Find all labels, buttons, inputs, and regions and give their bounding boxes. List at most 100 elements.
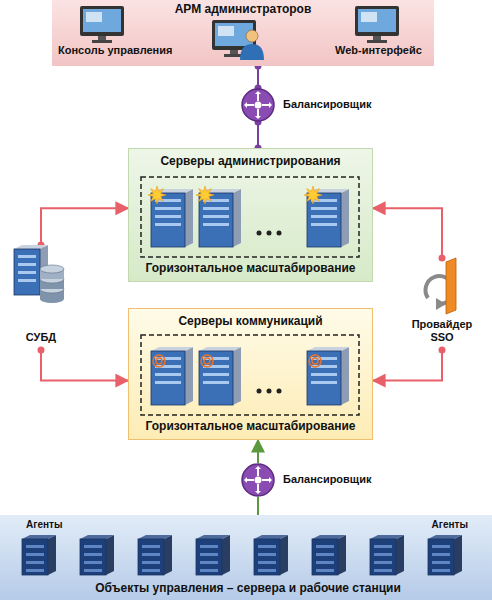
comm-servers-band: Серверы коммуникацийГоризонтальное масшт… [128,308,373,440]
connector-dot [439,255,446,262]
monitor-frame [80,6,124,36]
server-bay [374,553,392,556]
server-icon [370,535,404,575]
ellipsis-dot [267,231,272,236]
status-ring [201,355,213,367]
server-side [222,535,230,575]
ellipsis-dot [277,389,282,394]
balancer-arrow [247,479,254,481]
server-bay [155,215,181,218]
balancer-arrowhead [255,116,261,119]
node-icon [241,88,275,122]
node-heading: Провайдер SSO [400,318,484,344]
balancer-arrow [257,109,259,116]
server-bay [311,381,337,384]
connector-line [41,350,128,381]
balancer-arrowhead [255,491,261,494]
sso-door [446,258,456,314]
connector-line [257,122,259,148]
balancer-arrowhead [244,102,247,108]
connector-line [41,208,128,245]
monitor-icon [80,6,124,43]
server-bay [26,561,44,564]
server-top [22,535,56,539]
server-side [164,535,172,575]
server-front [196,539,222,575]
balancer-node: Балансировщик [241,88,371,122]
server-bay [84,545,102,548]
server-bay [311,215,337,218]
server-bay [203,381,229,384]
node-text: Объекты управления – сервера и рабочие с… [0,581,492,595]
server-bay [142,545,160,548]
monitor-stand [373,36,381,40]
server-side [341,189,349,247]
server-bay [258,569,276,572]
server-side [280,535,288,575]
status-ring [204,358,210,364]
balancer-circle [242,89,274,121]
server-bay [203,223,229,226]
managed-objects-band: АгентыАгентыОбъекты управления – сервера… [0,515,492,600]
server-side [106,535,114,575]
server-front [14,249,40,295]
db-cylinder-bottom [40,295,64,303]
server-front [254,539,280,575]
server-bay [200,545,218,548]
server-icon [312,535,346,575]
server-bay [142,553,160,556]
connector-line [257,440,259,463]
monitor-base [367,40,387,43]
server-bay [142,569,160,572]
monitor-window [361,12,377,22]
server-top [312,535,346,539]
server-side [341,347,349,405]
server-bay [155,223,181,226]
server-front [22,539,48,575]
status-burst [196,186,214,204]
node-heading: СУБД [8,331,74,344]
server-icon [199,347,241,405]
person-body [240,44,264,60]
db-cylinder-top [40,265,64,273]
balancer-arrowhead [244,477,247,483]
server-bay [311,373,337,376]
server-front [370,539,396,575]
server-front [307,351,341,405]
connector-line [257,497,259,515]
server-bay [203,207,229,210]
server-front [151,351,185,405]
server-side [185,189,193,247]
monitor-base [92,40,112,43]
server-bay [258,561,276,564]
balancer-arrowhead [255,91,261,94]
connector [38,347,129,381]
connector [373,208,446,261]
server-bay [374,545,392,548]
server-top [196,535,230,539]
server-bay [26,569,44,572]
server-side [233,189,241,247]
server-bay [18,279,36,282]
server-icon [138,535,172,575]
balancer-arrow [262,104,269,106]
server-bay [374,561,392,564]
server-icon [254,535,288,575]
status-burst [148,186,166,204]
server-bay [155,381,181,384]
server-top [138,535,172,539]
server-bay [200,553,218,556]
server-bay [316,545,334,548]
server-bay [200,569,218,572]
connector [38,208,129,248]
server-icon [148,186,193,247]
person-head [246,30,258,42]
server-bay [84,553,102,556]
server-icon [307,347,349,405]
ellipsis-dot [267,389,272,394]
balancer-arrowhead [269,477,272,483]
monitor-screen [83,9,121,32]
ellipsis-dot [257,231,262,236]
server-side [48,535,56,575]
web-ui-node: Web-интерфейс [335,6,427,62]
